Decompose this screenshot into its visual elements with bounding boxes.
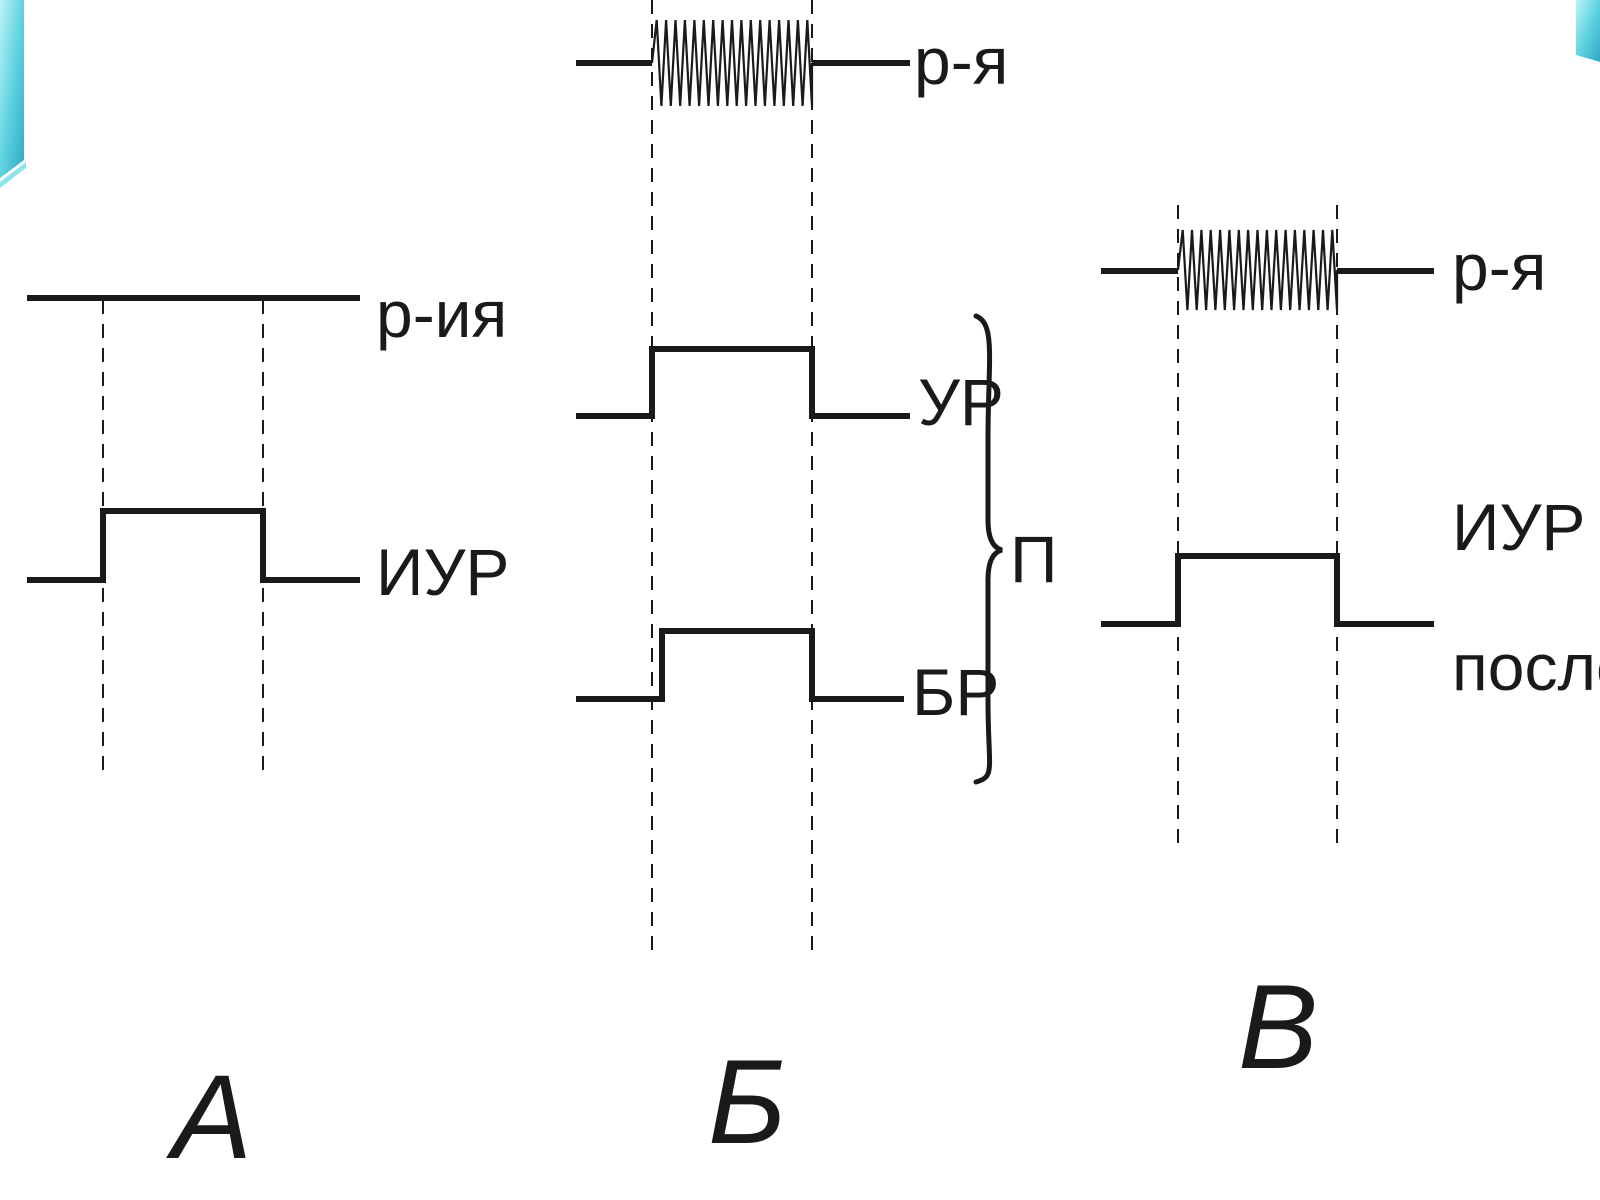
panel-c-stimulus-burst bbox=[1176, 229, 1339, 311]
panel-c-bottom-label-line1: ИУР bbox=[1452, 490, 1585, 564]
corner-decoration-right bbox=[1576, 0, 1600, 62]
panel-a-letter: А bbox=[166, 1050, 252, 1184]
panel-c: р-я ИУР после П В bbox=[1101, 205, 1600, 1094]
panel-b-stimulus-burst bbox=[650, 19, 814, 107]
panel-c-reflex-pulse bbox=[1101, 553, 1434, 627]
panel-b: р-я УР БР П Б bbox=[576, 0, 1057, 1169]
panel-a-bottom-label: ИУР bbox=[376, 535, 509, 609]
panel-b-bottom-label: БР bbox=[912, 655, 999, 729]
panel-b-unconditioned-pulse bbox=[576, 628, 904, 702]
panel-a-top-label: р-ия bbox=[376, 277, 507, 351]
panel-a-reflex-pulse bbox=[27, 508, 360, 583]
corner-decoration-left bbox=[0, 0, 26, 188]
panel-b-brace bbox=[973, 313, 1003, 785]
panel-b-conditioned-pulse bbox=[576, 346, 910, 419]
panel-c-bottom-label-line2: после П bbox=[1452, 630, 1600, 704]
panel-b-brace-label: П bbox=[1010, 522, 1057, 596]
panel-c-top-label: р-я bbox=[1452, 230, 1546, 304]
panel-a: р-ия ИУР А bbox=[27, 277, 509, 1184]
panel-b-top-label: р-я bbox=[914, 24, 1008, 98]
panel-c-letter: В bbox=[1238, 960, 1318, 1094]
panel-b-letter: Б bbox=[708, 1035, 786, 1169]
